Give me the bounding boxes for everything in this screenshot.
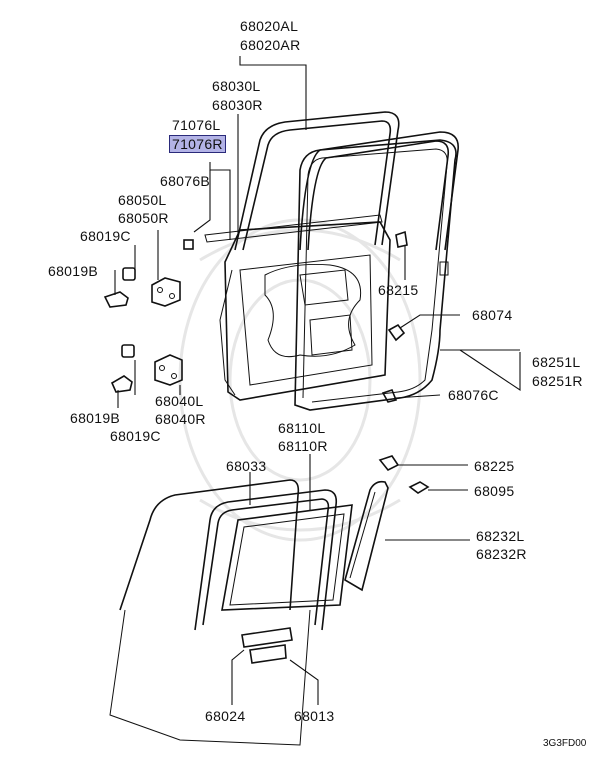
label-68050L[interactable]: 68050L — [118, 192, 167, 208]
label-68030R[interactable]: 68030R — [212, 97, 263, 113]
label-68030L[interactable]: 68030L — [212, 78, 261, 94]
label-68074[interactable]: 68074 — [472, 307, 513, 323]
label-68251R[interactable]: 68251R — [532, 373, 583, 389]
small-fasteners — [183, 230, 449, 494]
lower-hinge — [110, 344, 183, 393]
upper-hinge — [103, 267, 181, 308]
label-68076B[interactable]: 68076B — [160, 173, 211, 189]
label-68232R[interactable]: 68232R — [476, 546, 527, 562]
label-68020AL[interactable]: 68020AL — [240, 18, 299, 34]
label-68033[interactable]: 68033 — [226, 458, 267, 474]
label-68225[interactable]: 68225 — [474, 458, 515, 474]
label-68251L[interactable]: 68251L — [532, 354, 581, 370]
outer-door-panel — [109, 479, 311, 746]
door-glass — [221, 504, 353, 611]
door-inner-panel — [204, 214, 391, 401]
label-68019C-top[interactable]: 68019C — [80, 228, 131, 244]
label-68232L[interactable]: 68232L — [476, 528, 525, 544]
label-71076L[interactable]: 71076L — [172, 117, 221, 133]
label-68040R[interactable]: 68040R — [155, 411, 206, 427]
label-68110R[interactable]: 68110R — [278, 438, 328, 454]
glass-holder — [241, 627, 293, 664]
label-68050R[interactable]: 68050R — [118, 210, 169, 226]
door-weatherstrip — [294, 139, 457, 411]
label-68215[interactable]: 68215 — [378, 282, 419, 298]
door-sash-outer — [234, 111, 400, 251]
label-68019C-bottom[interactable]: 68019C — [110, 428, 161, 444]
label-68040L[interactable]: 68040L — [155, 393, 204, 409]
label-68020AR[interactable]: 68020AR — [240, 37, 301, 53]
diagram-code: 3G3FD00 — [543, 738, 587, 749]
label-68019B-top[interactable]: 68019B — [48, 263, 99, 279]
glass-run-channel — [194, 489, 338, 631]
leader-lines — [114, 56, 521, 705]
label-68024[interactable]: 68024 — [205, 708, 246, 724]
label-68013[interactable]: 68013 — [294, 708, 335, 724]
label-71076R-highlighted[interactable]: 71076R — [169, 135, 226, 153]
label-68110L[interactable]: 68110L — [278, 420, 326, 436]
label-68095[interactable]: 68095 — [474, 483, 515, 499]
label-68076C[interactable]: 68076C — [448, 387, 499, 403]
label-68019B-bottom[interactable]: 68019B — [70, 410, 121, 426]
watermark — [178, 218, 422, 542]
rear-channel-strip — [344, 480, 389, 592]
